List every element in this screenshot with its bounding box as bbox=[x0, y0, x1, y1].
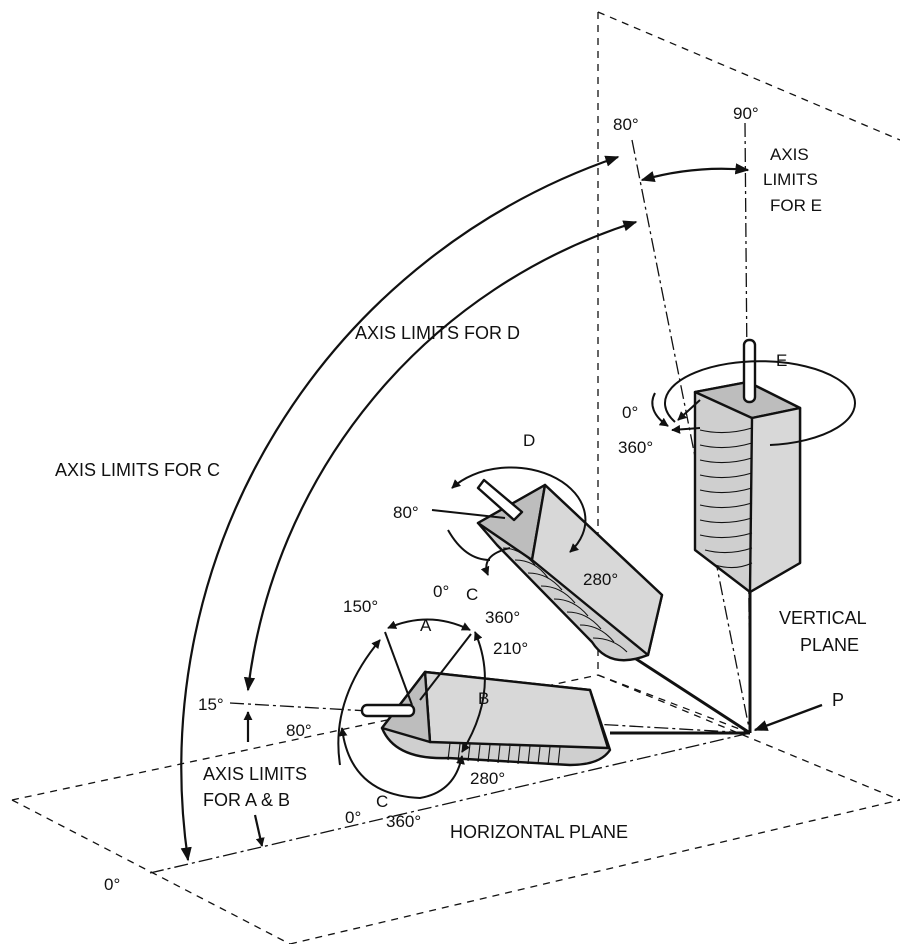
arc-axis-limits-d bbox=[243, 220, 638, 692]
arrow-p bbox=[753, 703, 823, 732]
label-d-280: 280° bbox=[583, 570, 618, 589]
label-axis-e: E bbox=[776, 351, 787, 370]
label-axis-a: A bbox=[420, 616, 432, 635]
label-ab-280: 280° bbox=[470, 769, 505, 788]
body-d bbox=[476, 478, 664, 662]
label-axis-d: D bbox=[523, 431, 535, 450]
label-d-80: 80° bbox=[393, 503, 419, 522]
label-angle-0-bottom: 0° bbox=[104, 875, 120, 894]
label-axis-limits-e-1: AXIS bbox=[770, 145, 809, 164]
label-ab-210: 210° bbox=[493, 639, 528, 658]
label-d-360: 360° bbox=[485, 608, 520, 627]
label-d-0: 0° bbox=[433, 582, 449, 601]
labels: 80° 90° AXIS LIMITS FOR E AXIS LIMITS FO… bbox=[55, 104, 867, 894]
label-horizontal-plane: HORIZONTAL PLANE bbox=[450, 822, 628, 842]
label-axis-limits-d: AXIS LIMITS FOR D bbox=[355, 323, 520, 343]
label-axis-limits-e-3: FOR E bbox=[770, 196, 822, 215]
rotation-arc-d bbox=[431, 466, 587, 576]
label-ab-150: 150° bbox=[343, 597, 378, 616]
label-axis-limits-ab-2: FOR A & B bbox=[203, 790, 290, 810]
label-axis-b: B bbox=[478, 689, 489, 708]
label-point-p: P bbox=[832, 690, 844, 710]
label-d-c: C bbox=[466, 585, 478, 604]
label-vertical-plane-2: PLANE bbox=[800, 635, 859, 655]
body-ab bbox=[360, 670, 612, 767]
label-vertical-plane-1: VERTICAL bbox=[779, 608, 867, 628]
rotation-arcs-ab bbox=[337, 618, 486, 800]
label-ab-c: C bbox=[376, 792, 388, 811]
arrow-axis-limits-e bbox=[640, 163, 750, 182]
label-angle-80-top: 80° bbox=[613, 115, 639, 134]
label-e-0: 0° bbox=[622, 403, 638, 422]
label-ab-15: 15° bbox=[198, 695, 224, 714]
label-ab-0: 0° bbox=[345, 808, 361, 827]
rotation-arc-e bbox=[651, 360, 856, 446]
label-axis-limits-e-2: LIMITS bbox=[763, 170, 818, 189]
label-ab-80: 80° bbox=[286, 721, 312, 740]
label-axis-limits-c: AXIS LIMITS FOR C bbox=[55, 460, 220, 480]
arrow-axis-limits-ab bbox=[243, 711, 265, 847]
label-axis-limits-ab-1: AXIS LIMITS bbox=[203, 764, 307, 784]
label-ab-360: 360° bbox=[386, 812, 421, 831]
body-e bbox=[693, 338, 802, 594]
label-e-360: 360° bbox=[618, 438, 653, 457]
label-angle-90-top: 90° bbox=[733, 104, 759, 123]
